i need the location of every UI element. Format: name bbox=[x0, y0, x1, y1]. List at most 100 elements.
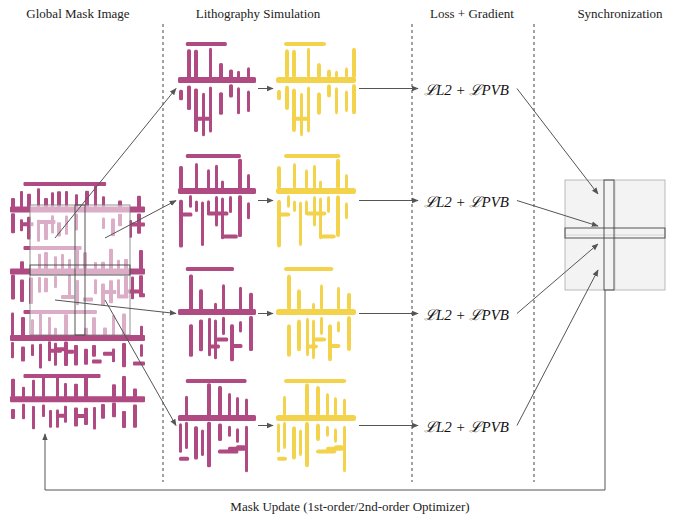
pattern-bar bbox=[277, 457, 287, 461]
pattern-bar bbox=[194, 50, 198, 78]
pattern-bar bbox=[347, 293, 351, 310]
overlap-band bbox=[30, 265, 130, 275]
arrow bbox=[517, 270, 598, 426]
pattern-bar bbox=[131, 276, 134, 299]
pattern-bar bbox=[237, 87, 240, 114]
pattern-bar bbox=[64, 406, 67, 423]
pattern-bar bbox=[179, 200, 183, 248]
pattern-bar bbox=[284, 379, 346, 383]
pattern-bar bbox=[305, 169, 308, 189]
pattern-bar bbox=[22, 404, 25, 419]
tile-overlay bbox=[30, 205, 130, 335]
pattern-bar bbox=[39, 344, 42, 369]
pattern-bar bbox=[201, 429, 204, 455]
pattern-bar bbox=[336, 159, 340, 189]
pattern-bar bbox=[287, 324, 291, 357]
pattern-bar bbox=[292, 50, 296, 78]
pattern-bar bbox=[194, 89, 198, 132]
overlap-band bbox=[565, 228, 665, 238]
layout-pattern bbox=[276, 379, 356, 472]
pattern-bar bbox=[276, 415, 356, 421]
pattern-bar bbox=[229, 196, 232, 213]
pattern-bar bbox=[237, 71, 240, 78]
pattern-bar bbox=[316, 386, 320, 416]
pattern-bar bbox=[229, 84, 233, 97]
pattern-bar bbox=[276, 77, 356, 83]
pattern-bar bbox=[334, 428, 337, 442]
pattern-bar bbox=[209, 87, 212, 133]
pattern-bar bbox=[112, 349, 115, 363]
overlap-band bbox=[604, 180, 614, 290]
loss-formula: ℒL2 + ℒPVB bbox=[424, 419, 509, 435]
pattern-bar bbox=[189, 195, 192, 208]
pattern-bar bbox=[11, 275, 15, 300]
pattern-bar bbox=[24, 182, 107, 186]
pattern-bar bbox=[229, 70, 233, 78]
pattern-bar bbox=[345, 90, 348, 112]
pattern-bar bbox=[327, 196, 330, 213]
pattern-bar bbox=[283, 422, 286, 449]
pattern-bar bbox=[221, 234, 238, 238]
pattern-bar bbox=[343, 426, 346, 472]
pattern-bar bbox=[219, 63, 223, 78]
loss-term: ℒL2 + ℒPVB bbox=[420, 302, 513, 326]
loss-formula: ℒL2 + ℒPVB bbox=[424, 194, 509, 210]
pattern-bar bbox=[276, 188, 356, 194]
pattern-bar bbox=[247, 90, 250, 112]
pattern-bar bbox=[245, 399, 248, 417]
pattern-bar bbox=[11, 313, 14, 336]
pattern-bar bbox=[185, 396, 188, 416]
pattern-bar bbox=[336, 195, 340, 237]
pattern-bar bbox=[185, 422, 188, 449]
arrow bbox=[517, 89, 598, 195]
pattern-bar bbox=[201, 201, 204, 246]
pattern-bar bbox=[140, 326, 143, 336]
pattern-bar bbox=[335, 87, 338, 114]
pattern-bar bbox=[320, 317, 323, 335]
pattern-bar bbox=[54, 343, 57, 366]
arrow bbox=[359, 200, 418, 201]
pattern-bar bbox=[207, 169, 210, 189]
loss-term: ℒL2 + ℒPVB bbox=[420, 77, 513, 101]
arrow bbox=[258, 88, 273, 89]
pattern-bar bbox=[328, 344, 340, 348]
arrow bbox=[258, 313, 273, 314]
pattern-bar bbox=[56, 414, 65, 418]
pattern-bar bbox=[285, 49, 289, 78]
pattern-bar bbox=[236, 397, 239, 416]
pattern-bar bbox=[328, 324, 332, 361]
pattern-bar bbox=[249, 316, 253, 351]
pattern-bar bbox=[247, 174, 250, 189]
pattern-bar bbox=[277, 212, 290, 216]
arrow bbox=[359, 313, 418, 314]
pattern-bar bbox=[297, 320, 301, 352]
pattern-bar bbox=[186, 379, 247, 383]
pattern-bar bbox=[195, 200, 198, 212]
pattern-bar bbox=[214, 337, 228, 341]
pattern-bar bbox=[247, 67, 250, 78]
pattern-bar bbox=[319, 181, 322, 189]
pattern-bar bbox=[317, 92, 321, 114]
pattern-bar bbox=[236, 445, 246, 449]
pattern-bar bbox=[74, 384, 78, 398]
pattern-bar bbox=[137, 196, 141, 208]
layout-pattern bbox=[276, 267, 356, 361]
pattern-bar bbox=[337, 287, 340, 310]
pattern-bar bbox=[195, 163, 198, 189]
pattern-bar bbox=[179, 212, 192, 216]
pattern-bar bbox=[93, 407, 96, 429]
pattern-bar bbox=[24, 374, 101, 378]
pattern-bar bbox=[313, 165, 316, 189]
column-separators bbox=[163, 24, 534, 482]
pattern-bar bbox=[238, 195, 242, 237]
pattern-bar bbox=[208, 318, 211, 357]
pattern-bar bbox=[222, 317, 225, 335]
pattern-bar bbox=[187, 49, 191, 78]
pattern-bar bbox=[215, 196, 218, 226]
pattern-bar bbox=[56, 410, 59, 428]
pattern-bar bbox=[245, 426, 248, 472]
pattern-bar bbox=[84, 408, 88, 425]
pattern-bar bbox=[292, 89, 296, 132]
pattern-bar bbox=[22, 387, 25, 397]
pattern-bar bbox=[239, 321, 242, 332]
